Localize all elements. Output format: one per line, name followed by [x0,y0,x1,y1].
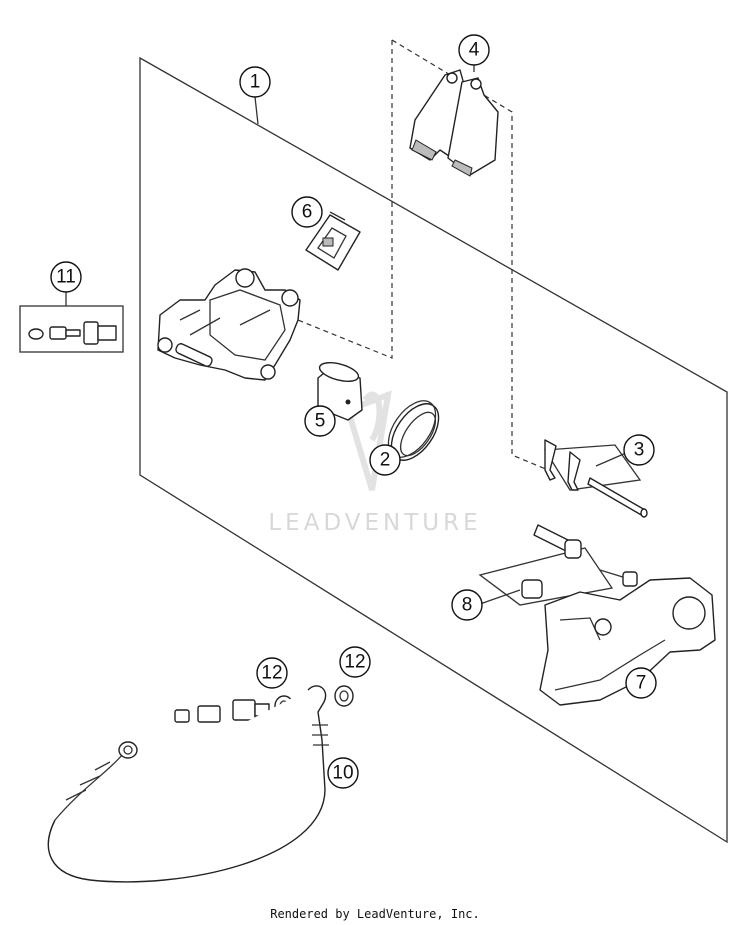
callout-label: 4 [469,40,480,61]
callout-label: 1 [250,72,261,93]
brake-hose [47,685,329,883]
callout-label: 10 [332,763,353,784]
brake-pads [409,69,499,177]
callout-12-right[interactable]: 12 [339,646,371,678]
callout-5[interactable]: 5 [304,405,336,437]
slider-bolts [478,524,627,606]
footer-credit: Rendered by LeadVenture, Inc. [270,907,480,921]
callout-12-left[interactable]: 12 [256,657,288,689]
callout-6[interactable]: 6 [291,196,323,228]
callout-label: 3 [634,440,645,461]
caliper [157,268,301,381]
callout-10[interactable]: 10 [327,757,359,789]
watermark-text: LEADVENTURE [268,510,481,536]
callout-2[interactable]: 2 [369,444,401,476]
callout-label: 6 [302,202,313,223]
callout-3[interactable]: 3 [623,434,655,466]
callout-8[interactable]: 8 [451,589,483,621]
callout-label: 2 [380,450,391,471]
watermark: LEADVENTURE [268,390,481,536]
pins-and-clips [543,439,648,518]
pad-spring [305,214,361,271]
watermark-logo [344,390,392,491]
pad-group-boundary [297,40,393,359]
callout-11[interactable]: 11 [50,261,82,293]
bleeder-kit [19,305,124,353]
callout-label: 12 [261,663,282,684]
caliper-bracket [539,571,716,706]
callout-7[interactable]: 7 [625,667,657,699]
callout-1[interactable]: 1 [239,66,271,98]
callout-label: 5 [315,411,326,432]
bleeder-kit-box [19,305,124,353]
leader-lines [65,64,627,605]
callout-label: 12 [344,652,365,673]
callout-4[interactable]: 4 [458,34,490,66]
callout-label: 11 [56,267,76,288]
callout-label: 7 [636,673,647,694]
assembly-boundary [139,56,728,844]
callout-label: 8 [462,595,473,616]
